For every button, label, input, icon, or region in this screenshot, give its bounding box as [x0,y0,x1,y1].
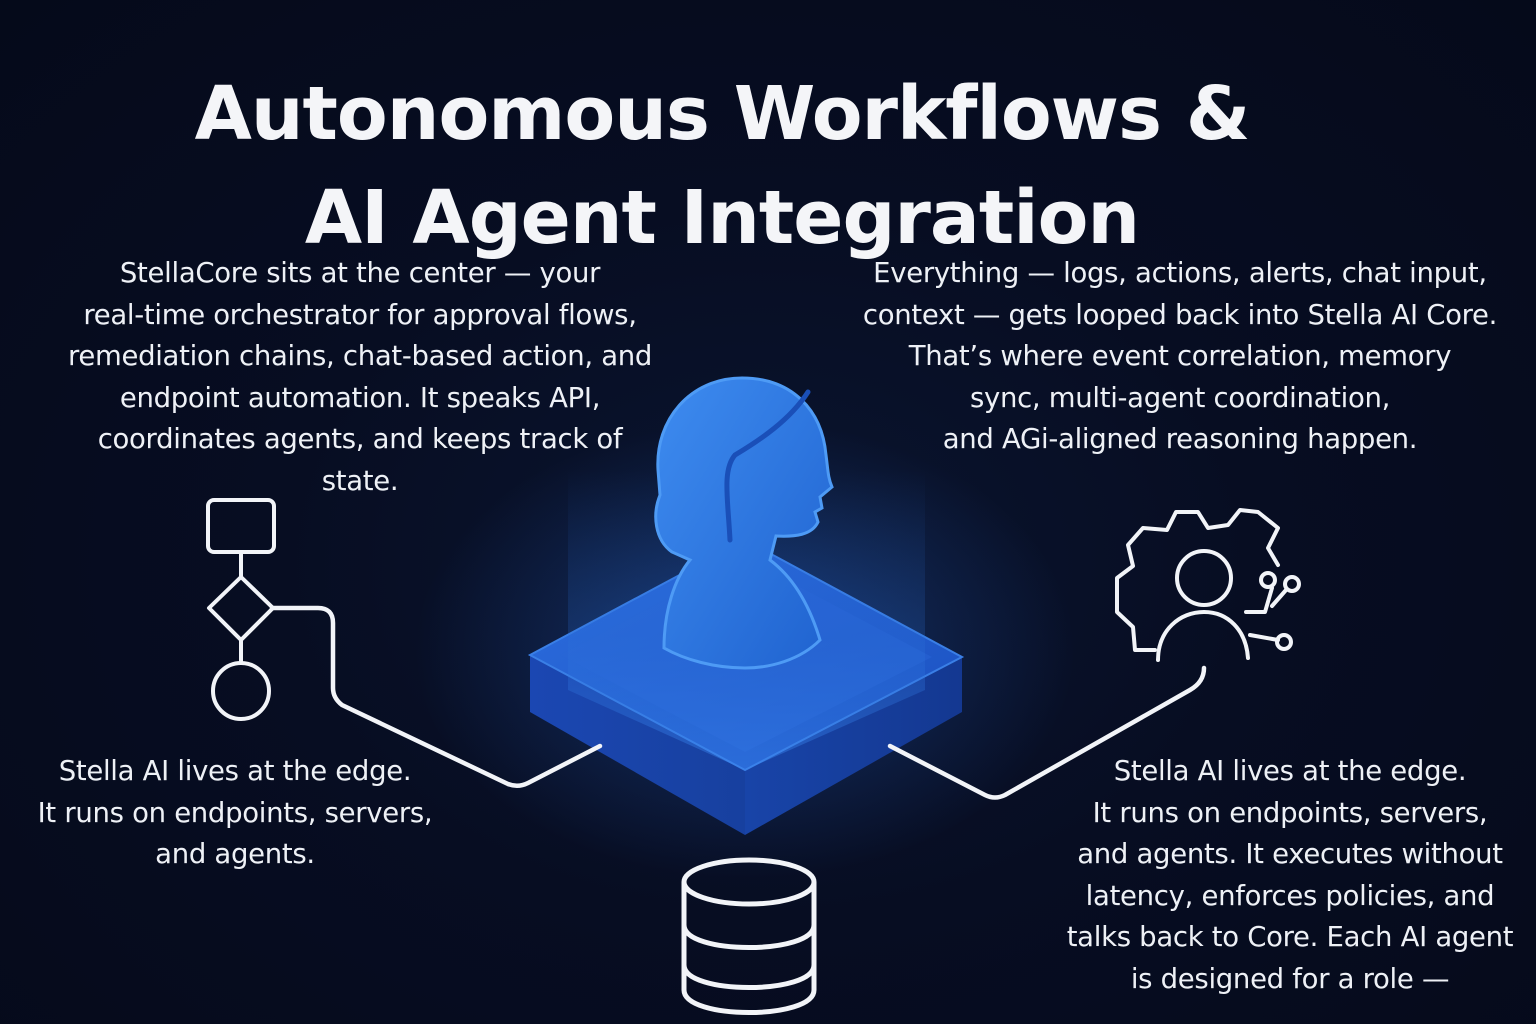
edge-description-short: Stella AI lives at the edge. It runs on … [20,751,450,876]
text-line: coordinates agents, and keeps track of [97,423,623,455]
gear-user-icon [1115,508,1301,662]
flowchart-icon [206,498,276,721]
text-line: StellaCore sits at the center — your [119,257,601,289]
text-line: Stella AI lives at the edge. [58,755,412,787]
text-line: context — gets looped back into Stella A… [862,298,1498,331]
text-line: latency, enforces policies, and [1085,879,1495,912]
core-description: StellaCore sits at the center — your rea… [40,253,680,502]
text-line: That’s where event correlation, memory [908,340,1452,372]
text-line: sync, multi-agent coordination, [969,381,1391,414]
text-line: and agents. It executes without [1077,838,1503,870]
edge-description-long: Stella AI lives at the edge. It runs on … [1050,751,1530,1000]
text-line: It runs on endpoints, servers, [37,796,433,829]
feedback-loop-description: Everything — logs, actions, alerts, chat… [840,253,1520,461]
text-line: real-time orchestrator for approval flow… [83,298,637,331]
text-line: talks back to Core. Each AI agent [1066,921,1514,953]
database-icon [681,857,817,1015]
text-line: and agents. [155,838,315,870]
text-line: and AGi-aligned reasoning happen. [942,423,1418,455]
left-connector [269,605,603,788]
text-line: remediation chains, chat-based action, a… [67,340,653,372]
title-line-1: Autonomous Workflows & [194,71,1251,157]
text-line: endpoint automation. It speaks API, [119,381,601,414]
ai-head-icon [654,376,834,670]
title-line-2: AI Agent Integration [304,175,1140,261]
text-line: It runs on endpoints, servers, [1092,796,1488,829]
connector-lines [269,605,1207,800]
page-title: Autonomous Workflows & AI Agent Integrat… [0,62,1444,270]
text-line: state. [321,464,399,497]
right-connector [887,665,1207,800]
text-line: Everything — logs, actions, alerts, chat… [873,257,1487,289]
text-line: Stella AI lives at the edge. [1113,755,1467,787]
text-line: is designed for a role — [1130,962,1450,995]
